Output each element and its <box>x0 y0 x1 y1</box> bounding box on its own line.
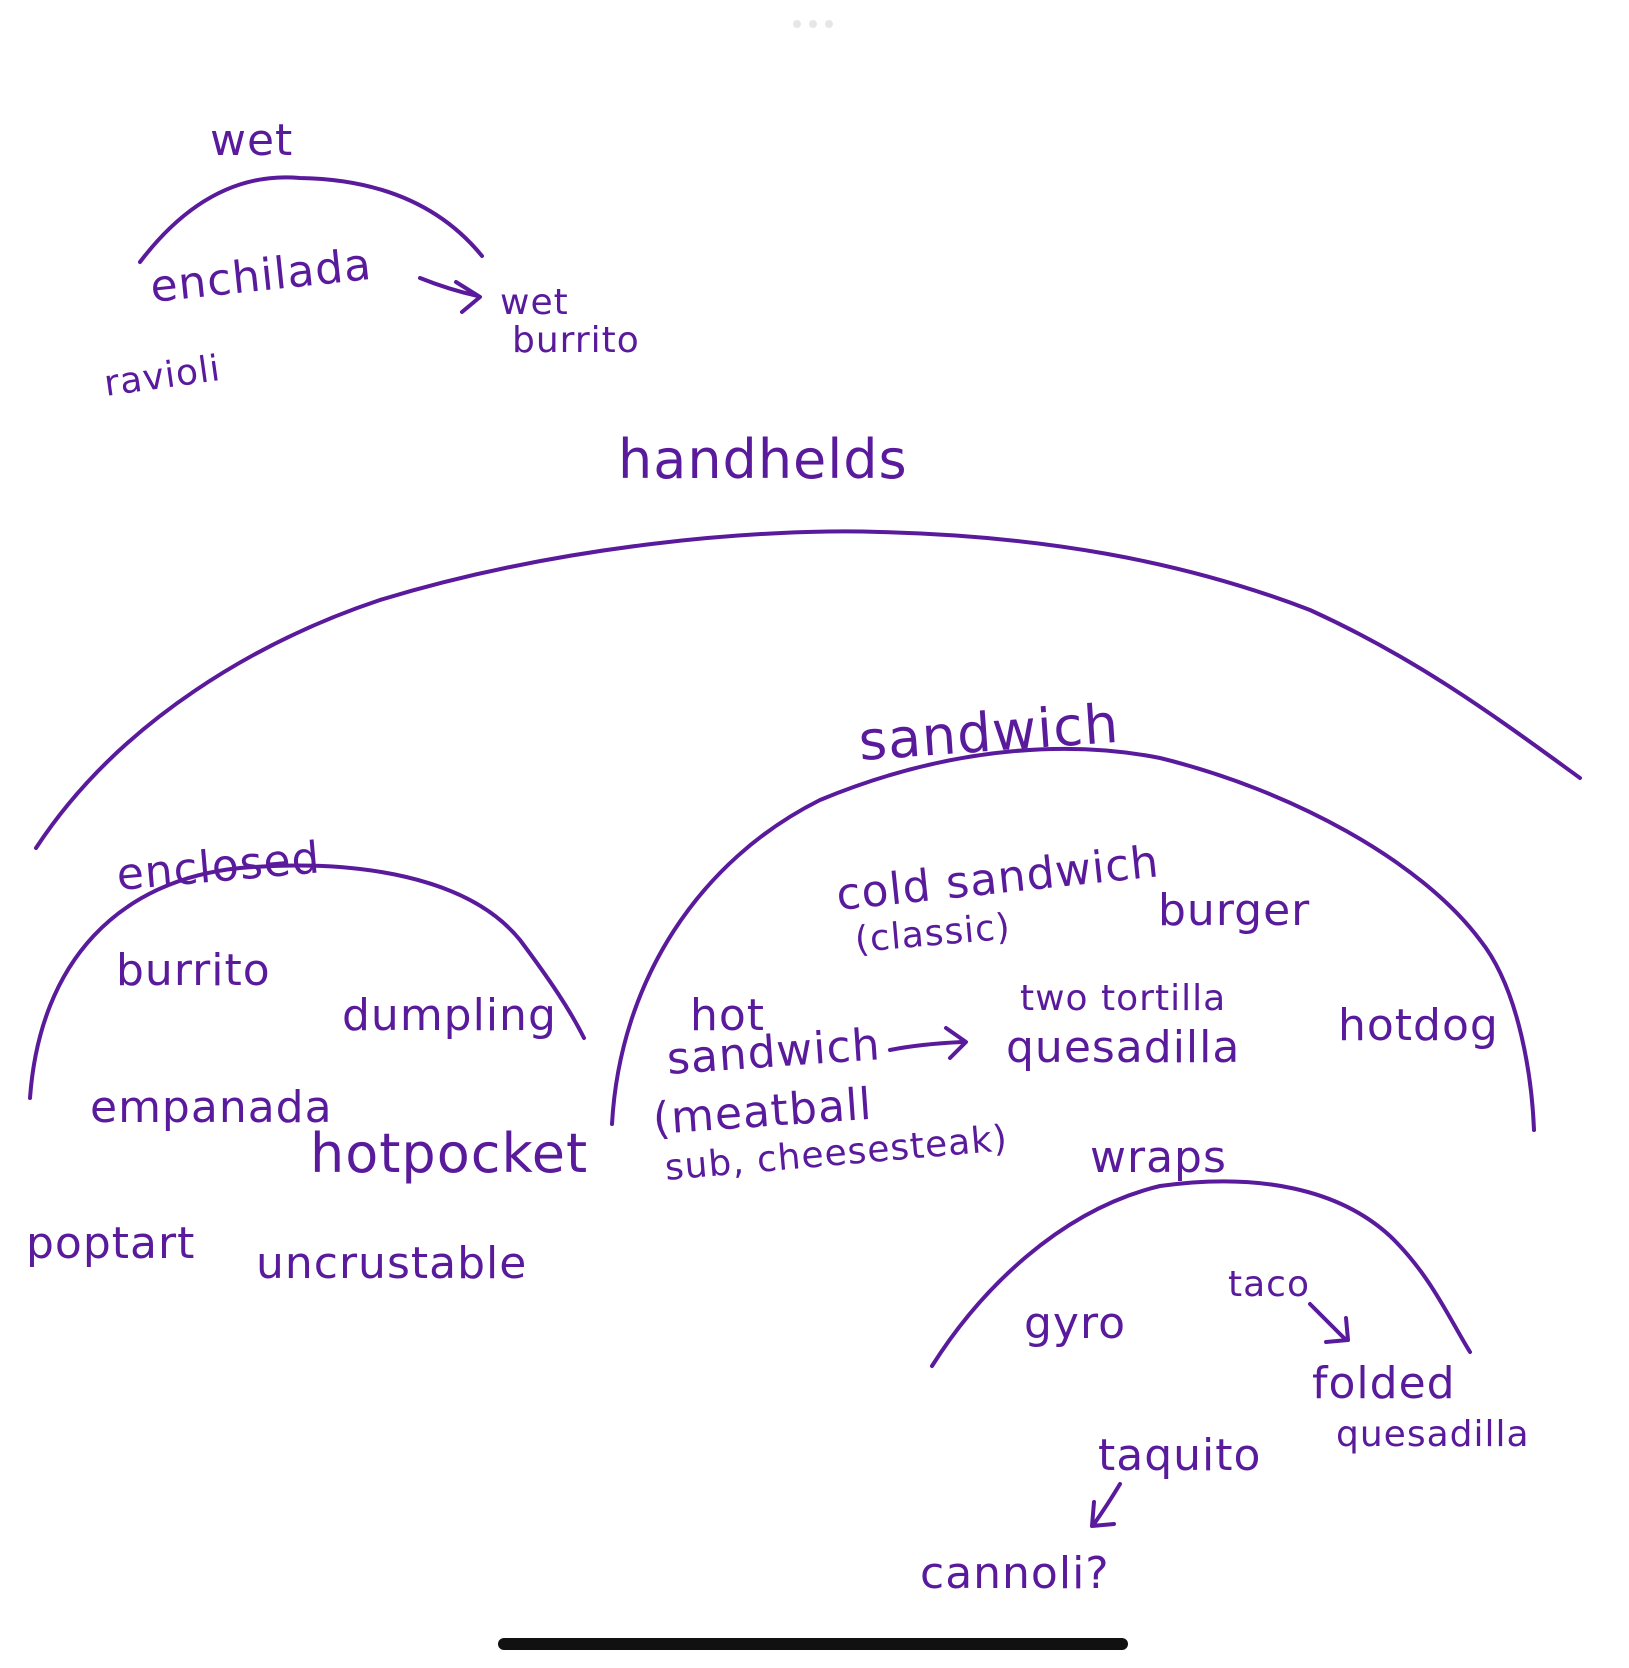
label-poptart: poptart <box>26 1218 195 1269</box>
arc-handhelds <box>34 529 1582 850</box>
label-burrito: burrito <box>116 945 271 996</box>
label-hot-sandwich-line1: hot <box>690 990 765 1041</box>
label-empanada: empanada <box>90 1082 333 1133</box>
label-gyro: gyro <box>1024 1298 1126 1349</box>
label-dumpling: dumpling <box>342 990 557 1041</box>
label-handhelds: handhelds <box>618 428 908 491</box>
label-folded-line1: folded <box>1312 1358 1456 1409</box>
label-hotdog: hotdog <box>1338 1000 1499 1051</box>
label-wraps: wraps <box>1090 1132 1227 1183</box>
label-ravioli: ravioli <box>102 348 224 405</box>
label-folded-line2: quesadilla <box>1336 1414 1530 1455</box>
page-dots-icon <box>793 20 833 28</box>
label-sandwich: sandwich <box>857 692 1122 773</box>
label-wet-burrito-line2: burrito <box>512 320 640 361</box>
arrow-enchilada-to-wet-burrito <box>418 276 482 314</box>
arrow-hot-sandwich-to-quesadilla <box>888 1026 968 1060</box>
label-taquito: taquito <box>1098 1430 1261 1481</box>
arc-enclosed <box>28 863 586 1100</box>
arc-wet <box>138 175 484 264</box>
label-wet: wet <box>210 115 293 166</box>
home-indicator-bar[interactable] <box>498 1638 1128 1650</box>
arrow-taco-to-folded-quesadilla <box>1308 1302 1350 1344</box>
arc-sandwich <box>610 746 1536 1132</box>
label-wet-burrito-line1: wet <box>500 282 569 323</box>
label-taco: taco <box>1228 1264 1310 1305</box>
label-hotpocket: hotpocket <box>310 1122 588 1185</box>
label-cannoli: cannoli? <box>920 1548 1110 1599</box>
label-enchilada: enchilada <box>148 239 374 313</box>
label-burger: burger <box>1158 885 1310 936</box>
arrow-taquito-to-cannoli <box>1090 1482 1122 1528</box>
label-two-tortilla-line2: quesadilla <box>1006 1022 1240 1073</box>
arc-wraps <box>930 1179 1472 1368</box>
label-two-tortilla-line1: two tortilla <box>1020 978 1226 1019</box>
label-uncrustable: uncrustable <box>256 1238 527 1289</box>
